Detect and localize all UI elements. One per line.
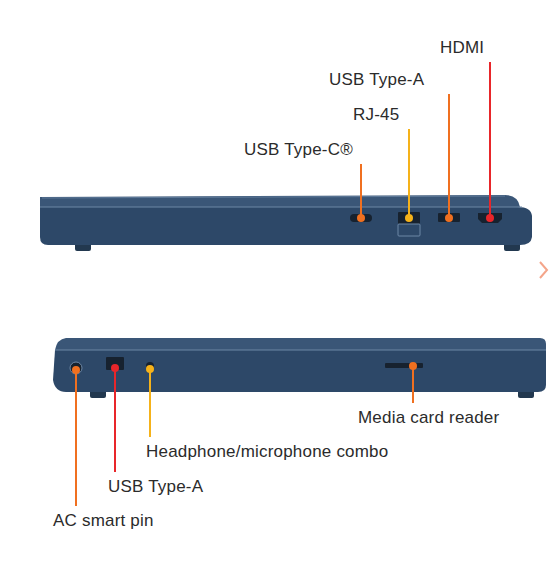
leader-line (408, 129, 410, 217)
laptop-lid (55, 338, 546, 350)
leader-dot (486, 214, 494, 222)
leader-dot (405, 214, 413, 222)
leader-line (412, 366, 414, 403)
rj45-door (398, 224, 420, 236)
port-label: Headphone/microphone combo (146, 442, 388, 462)
hdmi-port (478, 213, 502, 223)
usb-c-port (350, 214, 372, 222)
port-label: Media card reader (358, 408, 499, 428)
leader-line (114, 368, 116, 472)
usb-a-port (438, 213, 460, 222)
port-label: HDMI (440, 38, 484, 58)
port-label: USB Type-C® (244, 140, 353, 160)
leader-line (448, 94, 450, 217)
leader-line (149, 369, 151, 437)
laptop-base (40, 207, 532, 245)
leader-line (489, 62, 491, 217)
port-label: RJ-45 (353, 105, 399, 125)
lid-edge (42, 196, 505, 198)
chevron (540, 262, 547, 278)
port-label: USB Type-A (329, 70, 424, 90)
laptop-base (53, 350, 546, 392)
laptop-left-side (53, 338, 546, 398)
lid-seam (55, 350, 546, 351)
leader-lines-bottom (72, 362, 417, 506)
port-label: AC smart pin (53, 511, 154, 531)
port-label: USB Type-A (108, 477, 203, 497)
card-reader-slot (385, 363, 423, 368)
laptop-right-side (40, 195, 532, 251)
leader-line (360, 164, 362, 217)
leader-line (75, 370, 77, 506)
leader-dot (357, 214, 365, 222)
leader-dot (445, 214, 453, 222)
